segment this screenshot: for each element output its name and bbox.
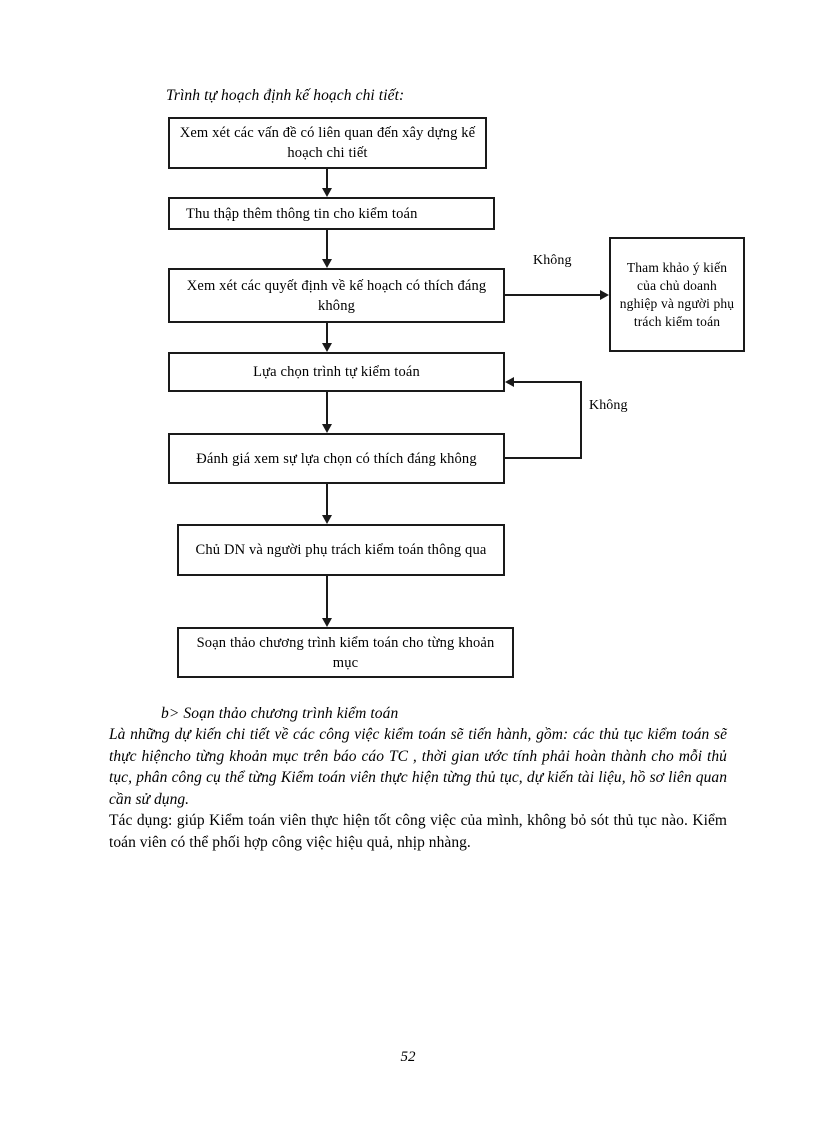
arrowhead-down-icon [322, 259, 332, 268]
connector-6-7 [326, 576, 328, 618]
flow-node-6: Chủ DN và người phụ trách kiểm toán thôn… [177, 524, 505, 576]
connector-5-6 [326, 484, 328, 515]
flow-node-4-label: Lựa chọn trình tự kiểm toán [253, 364, 420, 380]
flow-node-3-label: Xem xét các quyết định về kế hoạch có th… [186, 277, 487, 314]
arrowhead-down-icon [322, 188, 332, 197]
connector-4-5 [326, 392, 328, 424]
arrowhead-down-icon [322, 515, 332, 524]
flow-node-1: Xem xét các vấn đề có liên quan đến xây … [168, 117, 487, 169]
connector-3-to-side [505, 294, 602, 296]
connector-2-3 [326, 230, 328, 259]
flow-node-4: Lựa chọn trình tự kiểm toán [168, 352, 505, 392]
flow-node-7: Soạn thảo chương trình kiểm toán cho từn… [177, 627, 514, 678]
connector-1-2 [326, 169, 328, 188]
body-text-block: b> Soạn thảo chương trình kiểm toán Là n… [109, 703, 727, 853]
flow-node-5-label: Đánh giá xem sự lựa chọn có thích đáng k… [196, 450, 477, 467]
arrowhead-left-icon [505, 377, 514, 387]
flow-node-7-label: Soạn thảo chương trình kiểm toán cho từn… [196, 634, 495, 671]
edge-label-feedback: Không [589, 398, 628, 413]
flow-node-2-label: Thu thập thêm thông tin cho kiểm toán [186, 205, 418, 222]
page-number: 52 [400, 1049, 416, 1065]
flow-node-side: Tham khảo ý kiến của chủ doanh nghiệp và… [609, 237, 745, 352]
connector-3-4 [326, 323, 328, 343]
flow-node-3: Xem xét các quyết định về kế hoạch có th… [168, 268, 505, 323]
flow-node-6-label: Chủ DN và người phụ trách kiểm toán thôn… [195, 542, 487, 558]
paragraph-italic: Là những dự kiến chi tiết về các công vi… [109, 726, 727, 808]
flowchart-heading: Trình tự hoạch định kế hoạch chi tiết: [166, 87, 405, 104]
flowchart: Xem xét các vấn đề có liên quan đến xây … [168, 117, 745, 678]
arrowhead-down-icon [322, 343, 332, 352]
edge-label-branch: Không [533, 253, 572, 268]
paragraph-upright: Tác dụng: giúp Kiểm toán viên thực hiện … [109, 812, 727, 851]
feedback-loop-bottom-segment [505, 457, 582, 459]
flow-node-5: Đánh giá xem sự lựa chọn có thích đáng k… [168, 433, 505, 484]
section-subheading: b> Soạn thảo chương trình kiểm toán [161, 705, 399, 722]
flow-node-side-label: Tham khảo ý kiến của chủ doanh nghiệp và… [619, 259, 735, 329]
feedback-loop-top-segment [514, 381, 582, 383]
flow-node-2: Thu thập thêm thông tin cho kiểm toán [168, 197, 495, 230]
arrowhead-right-icon [600, 290, 609, 300]
arrowhead-down-icon [322, 618, 332, 627]
flow-node-1-label: Xem xét các vấn đề có liên quan đến xây … [179, 125, 476, 161]
arrowhead-down-icon [322, 424, 332, 433]
feedback-loop-vertical-segment [580, 381, 582, 459]
